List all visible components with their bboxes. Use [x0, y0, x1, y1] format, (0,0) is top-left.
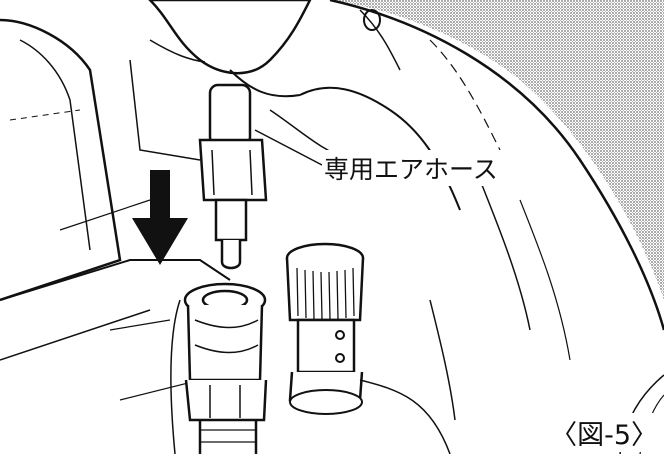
- hose-hex-nut: [198, 138, 268, 202]
- down-arrow-icon: [132, 170, 188, 265]
- hose-sleeve: [208, 83, 252, 147]
- leader-line: [254, 129, 323, 166]
- hose-label: 専用エアホース: [322, 150, 500, 186]
- hose-plug: [214, 198, 248, 242]
- socket-body: [186, 304, 264, 382]
- hand: [148, 0, 312, 75]
- figure-number: 〈図-5〉: [548, 413, 660, 452]
